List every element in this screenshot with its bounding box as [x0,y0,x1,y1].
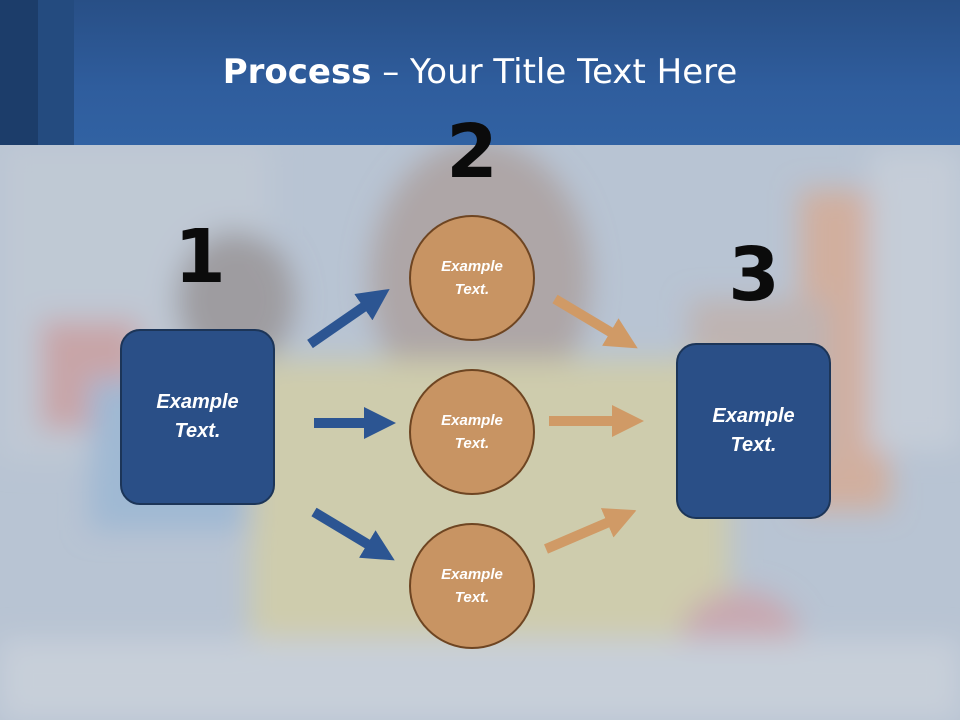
step-2-circle-middle: Example Text. [409,369,535,495]
slide-title-rest: – Your Title Text Here [371,52,738,92]
step-1-text: Example Text. [156,391,239,442]
step-2-circle-top-text: Example Text. [441,258,503,298]
title-bar-accent [38,0,74,145]
title-bar [0,0,960,145]
slide-title: Process – Your Title Text Here [0,52,960,92]
step-3-box: Example Text. [676,343,831,519]
step-1-number: 1 [174,214,226,300]
step-1-box: Example Text. [120,329,275,505]
title-bar-accent-dark [0,0,38,145]
slide-title-bold: Process [222,52,372,92]
step-2-circle-bottom-text: Example Text. [441,566,503,606]
step-2-circle-middle-text: Example Text. [441,412,503,452]
step-2-number: 2 [446,109,498,195]
step-3-text: Example Text. [712,405,795,456]
step-2-circle-top: Example Text. [409,215,535,341]
step-3-number: 3 [728,232,780,318]
step-2-circle-bottom: Example Text. [409,523,535,649]
